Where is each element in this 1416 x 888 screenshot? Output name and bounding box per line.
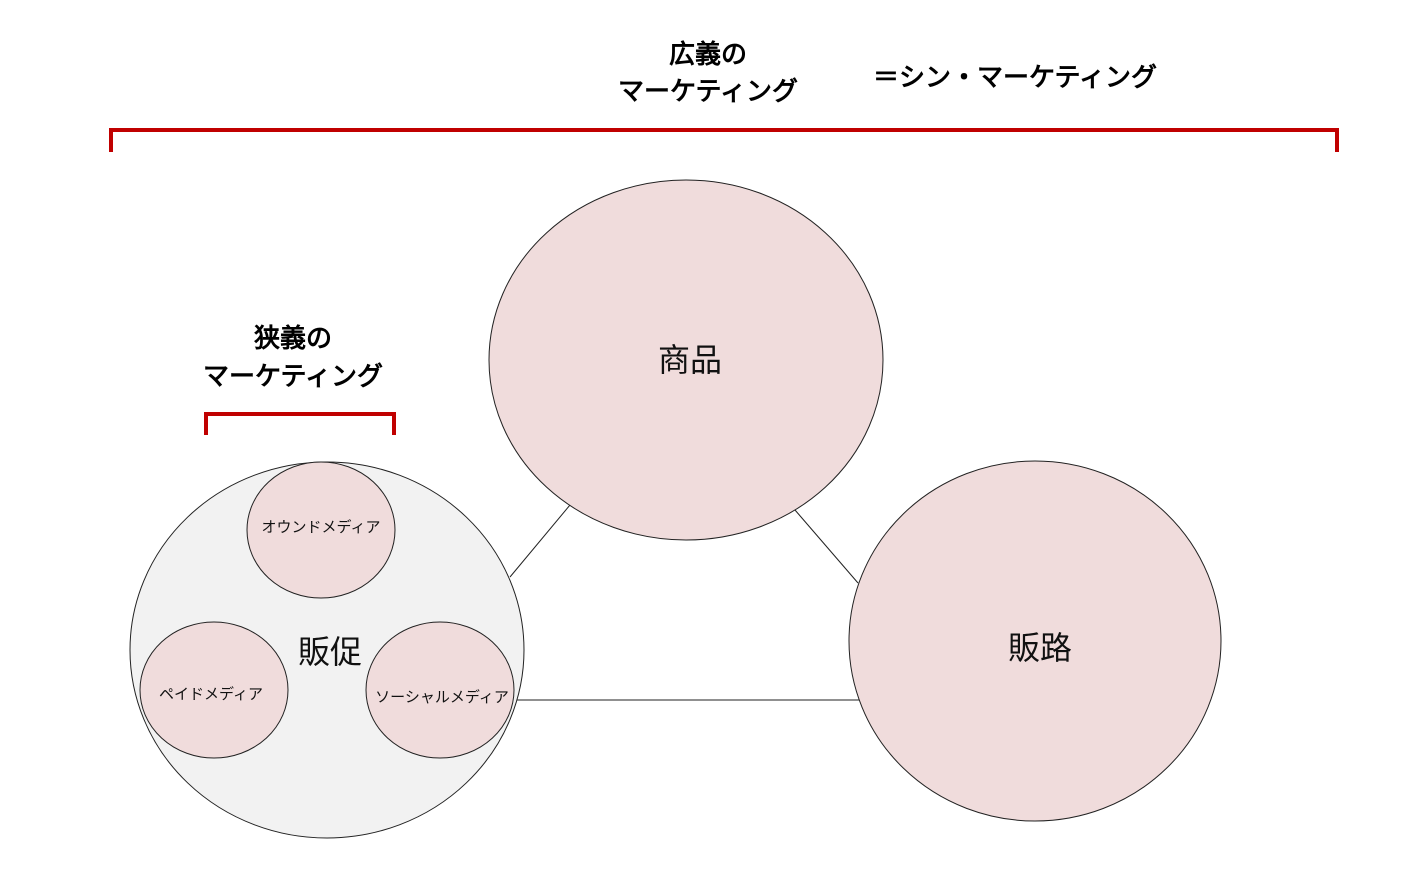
narrow-bracket <box>204 412 396 435</box>
paid-media-circle <box>139 621 289 759</box>
social-media-label: ソーシャルメディア <box>375 688 509 706</box>
connector-promotion-product <box>509 504 571 578</box>
broad-bracket <box>109 128 1339 152</box>
product-circle <box>488 179 884 541</box>
owned-media-label: オウンドメディア <box>262 518 381 536</box>
shin-marketing-label: ＝シン・マーケティング <box>873 63 1157 93</box>
narrow-label-line1: 狭義の <box>253 324 332 354</box>
broad-label-line1: 広義の <box>669 39 747 70</box>
promotion-label: 販促 <box>298 633 362 671</box>
product-label: 商品 <box>658 341 722 379</box>
narrow-label-line2: マーケティング <box>203 362 383 392</box>
channel-label: 販路 <box>1008 629 1072 667</box>
owned-media-circle <box>246 461 396 599</box>
paid-media-label: ペイドメディア <box>159 685 263 703</box>
channel-circle <box>848 460 1222 822</box>
social-media-circle <box>365 621 515 759</box>
connector-product-channel <box>794 509 859 584</box>
broad-label-line2: マーケティング <box>618 77 798 107</box>
